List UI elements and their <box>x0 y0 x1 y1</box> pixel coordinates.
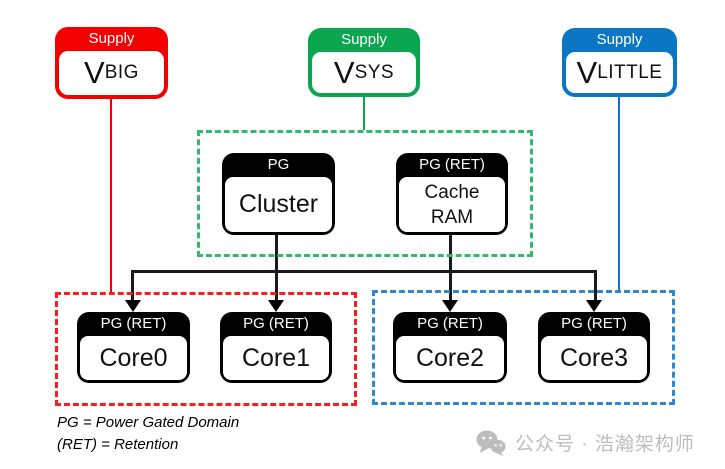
legend-line-pg: PG = Power Gated Domain <box>57 414 240 431</box>
voltage-name: V <box>84 55 105 90</box>
arrowhead-core1 <box>268 300 284 312</box>
voltage-name: V <box>333 54 355 90</box>
block-cacheram-label: Cache RAM <box>424 181 480 228</box>
block-cluster-header: PG <box>267 156 290 173</box>
block-cluster-label: Cluster <box>238 190 319 218</box>
legend-line-ret: (RET) = Retention <box>57 436 179 453</box>
wire-drop-core1 <box>275 273 278 302</box>
block-core2: PG (RET) Core2 <box>393 312 507 383</box>
supply-vlittle-header: Supply <box>596 31 643 48</box>
block-core1-header: PG (RET) <box>243 315 309 332</box>
arrowhead-core0 <box>125 300 141 312</box>
block-core3-label: Core3 <box>559 343 629 372</box>
wire-vsys-to-sys-domain <box>363 97 365 130</box>
arrowhead-core2 <box>442 300 458 312</box>
block-core1-label: Core1 <box>241 343 311 372</box>
wechat-icon <box>476 430 506 456</box>
wire-drop-core0 <box>131 270 134 302</box>
wire-core-bus <box>131 270 597 273</box>
block-core0-label: Core0 <box>99 343 168 372</box>
wire-vlittle-to-little-domain <box>618 97 620 290</box>
voltage-name: V <box>576 54 598 90</box>
block-core0-header: PG (RET) <box>100 315 167 332</box>
block-core1: PG (RET) Core1 <box>220 312 332 383</box>
wire-cacheram-drop <box>449 235 452 302</box>
block-cluster: PG Cluster <box>222 153 335 235</box>
supply-vbig-header: Supply <box>88 30 135 47</box>
block-core3: PG (RET) Core3 <box>538 312 650 383</box>
vbig-domain-group <box>55 292 357 406</box>
voltage-subscript: BIG <box>104 62 139 83</box>
block-cacheram: PG (RET) Cache RAM <box>396 153 508 235</box>
block-core3-header: PG (RET) <box>561 315 627 332</box>
watermark-text: 公众号 · 浩瀚架构师 <box>515 434 695 455</box>
vlittle-domain-group <box>372 290 675 405</box>
block-cacheram-header: PG (RET) <box>419 156 485 173</box>
block-core2-label: Core2 <box>415 343 485 372</box>
legend: PG = Power Gated Domain (RET) = Retentio… <box>57 412 239 456</box>
wire-drop-core3 <box>594 270 597 302</box>
voltage-subscript: SYS <box>354 61 395 83</box>
vsys-domain-group <box>197 130 533 257</box>
arrowhead-core3 <box>586 300 602 312</box>
block-core0: PG (RET) Core0 <box>77 312 190 383</box>
block-core2-header: PG (RET) <box>417 315 483 332</box>
wire-vbig-to-big-domain <box>110 99 112 292</box>
voltage-subscript: LITTLE <box>597 61 663 83</box>
supply-vsys-header: Supply <box>341 31 387 48</box>
watermark: 公众号 · 浩瀚架构师 <box>476 429 695 456</box>
